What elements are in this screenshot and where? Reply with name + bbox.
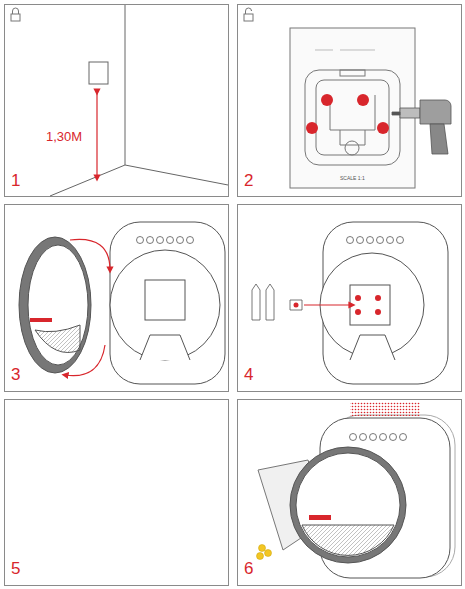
step-number: 2: [244, 172, 253, 189]
height-dimension: 1,30M: [46, 130, 82, 143]
step-number: 1: [11, 172, 20, 189]
step-number: 4: [244, 366, 253, 383]
step-number: 3: [11, 366, 20, 383]
step-number: 5: [11, 560, 20, 577]
step-number: 6: [244, 560, 253, 577]
template-scale: SCALE 1:1: [340, 176, 365, 181]
